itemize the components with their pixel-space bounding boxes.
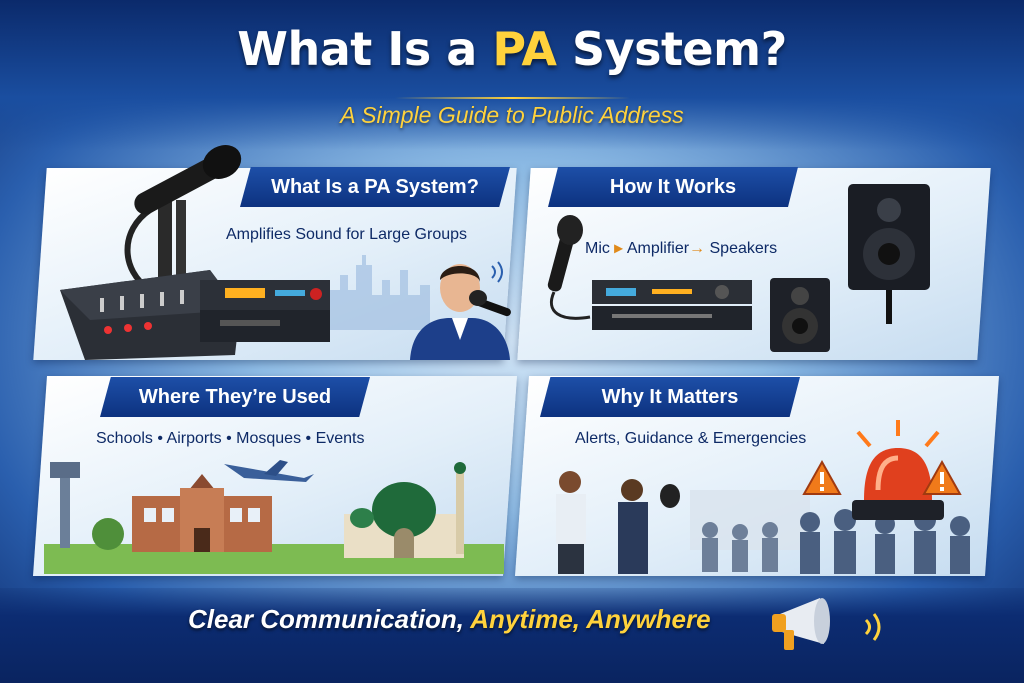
flow-step-mic: Mic [585,240,610,257]
page-subtitle: A Simple Guide to Public Address [340,102,684,128]
panel-heading-how-it-works: How It Works [548,167,798,207]
speaker-icon [770,278,830,352]
panel-heading-why-matters: Why It Matters [540,377,800,417]
panel-heading-what-is: What Is a PA System? [240,167,510,207]
siren-icon [852,420,944,520]
sound-waves-icon [491,261,503,283]
panel-caption-why-matters: Alerts, Guidance & Emergencies [575,430,807,447]
header-band [0,0,1024,150]
mosque-icon [344,462,466,558]
venues-scene [44,460,504,574]
warning-icon [922,459,962,495]
school-building-icon [132,474,272,552]
panel-caption-where-used: Schools • Airports • Mosques • Events [96,430,365,447]
microphone-icon [547,215,591,320]
speaker-person-figure [410,264,511,360]
staff-figure [556,471,586,574]
sound-waves-icon [864,613,881,641]
speaker-icon [848,184,930,324]
title-accent: PA [492,22,557,76]
signal-flow: Mic ▸ Amplifier→ Speakers [585,238,777,258]
arrow-icon: → [689,240,710,257]
megaphone-icon [772,598,830,650]
amplifier-icon [592,280,752,330]
title-divider [395,97,630,99]
panel-caption-what-is: Amplifies Sound for Large Groups [226,226,468,243]
arrow-icon: ▸ [609,240,627,257]
crowd-scene [556,471,970,574]
footer-tagline: Clear Communication, Anytime, Anywhere [188,604,711,634]
flow-step-amplifier: Amplifier [626,240,690,257]
page-title: What Is a PA System? [237,22,787,76]
announcer-figure [618,479,680,574]
tagline-highlight: Anytime, Anywhere [470,604,711,634]
panel-heading-where-used: Where They’re Used [100,377,370,417]
mixer-icon [60,145,330,360]
control-tower-icon [50,462,80,548]
footer-band [0,588,1024,683]
airplane-icon [224,460,314,482]
microphone-icon [134,145,242,215]
warning-icon [802,459,842,495]
flow-step-speakers: Speakers [709,240,778,257]
city-skyline [330,255,430,330]
